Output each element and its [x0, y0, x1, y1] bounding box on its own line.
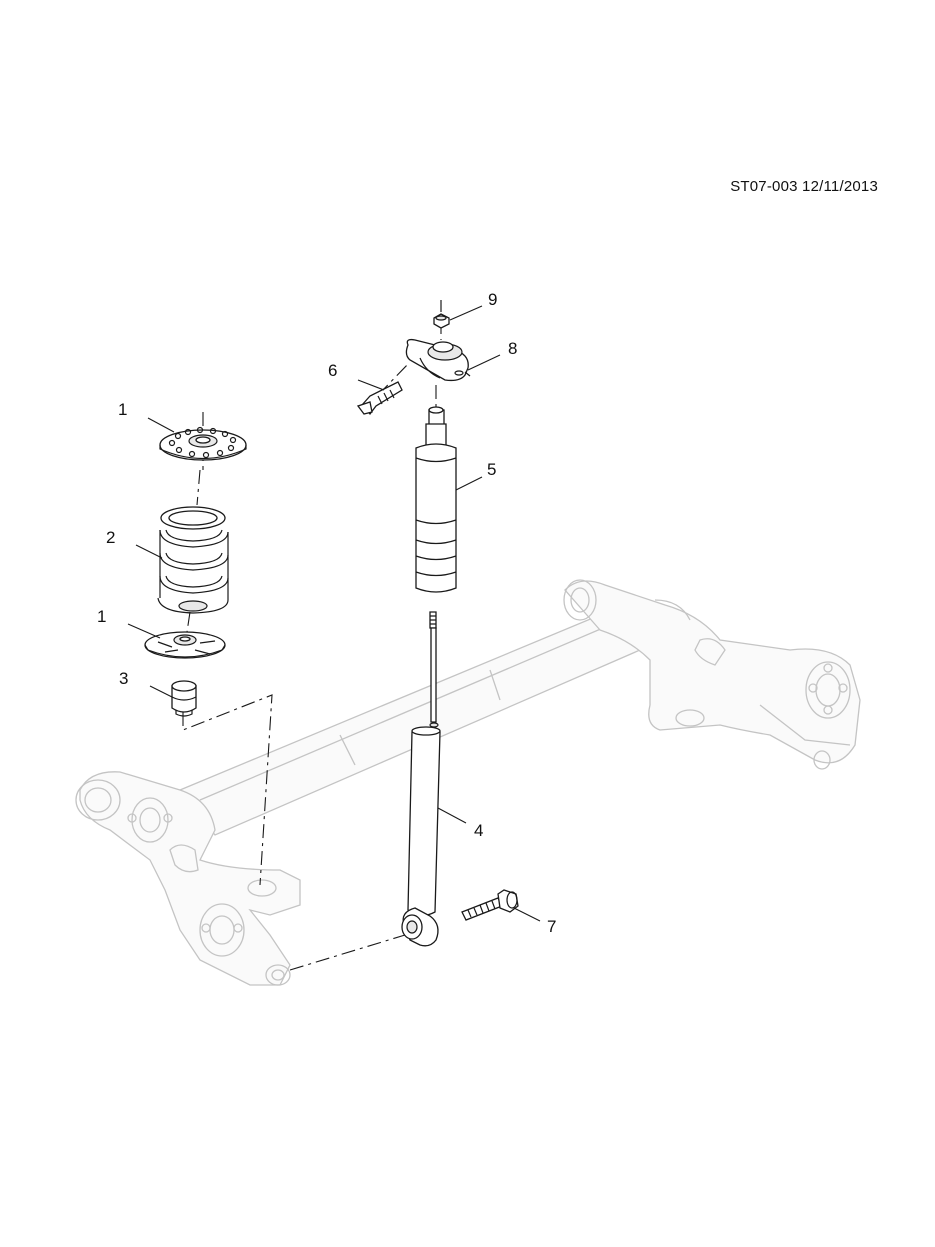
callout-2: 2	[106, 528, 115, 547]
upper-mount-bracket	[405, 338, 471, 382]
coil-spring	[157, 506, 229, 614]
rear-axle-beam	[75, 579, 861, 986]
callout-7: 7	[547, 917, 556, 936]
upper-mount-bolt	[356, 381, 403, 416]
leader-lines	[127, 305, 541, 922]
callout-1-upper: 1	[118, 400, 127, 419]
callout-6: 6	[328, 361, 337, 380]
callout-3: 3	[119, 669, 128, 688]
dust-boot	[415, 406, 457, 593]
callout-5: 5	[487, 460, 496, 479]
callout-1-lower: 1	[97, 607, 106, 626]
callout-4: 4	[474, 821, 483, 840]
bumper-bushing	[171, 680, 197, 717]
document-reference: ST07-003 12/11/2013	[730, 178, 878, 195]
lower-spring-insulator	[144, 631, 226, 659]
callout-8: 8	[508, 339, 517, 358]
callout-9: 9	[488, 290, 497, 309]
upper-mount-nut	[433, 300, 450, 329]
upper-spring-insulator	[159, 426, 247, 461]
callout-labels: 1 2 1 3 4 5 6 7 8 9	[97, 290, 556, 936]
lower-shock-bolt	[461, 889, 519, 921]
shock-absorber	[401, 611, 441, 947]
